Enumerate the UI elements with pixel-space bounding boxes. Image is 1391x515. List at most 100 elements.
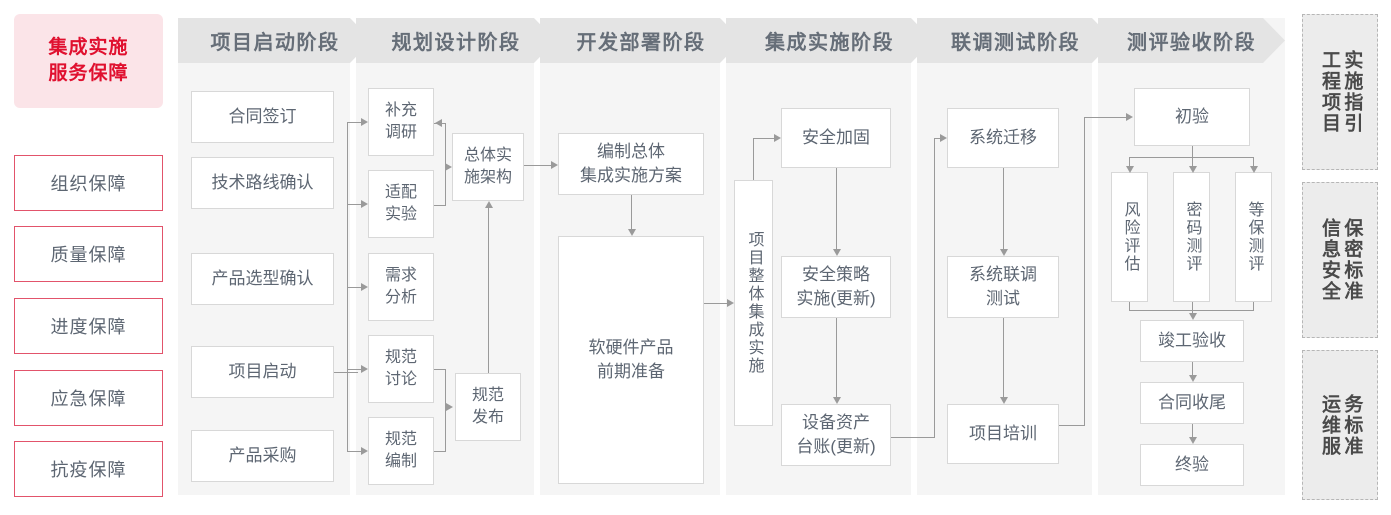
arrowhead-overall-integration (727, 299, 734, 307)
arrowhead-equipment-ledger (833, 397, 841, 404)
sidebar-item-schedule[interactable]: 进度保障 (14, 298, 163, 354)
phase-header-3[interactable]: 开发部署阶段 (540, 18, 742, 63)
phase-header-5[interactable]: 联调测试阶段 (917, 18, 1114, 63)
node-contract-closeout[interactable]: 合同收尾 (1140, 382, 1244, 424)
connector-ledger-out (891, 437, 935, 438)
sidebar-item-emergency[interactable]: 应急保障 (14, 370, 163, 426)
phase-header-4[interactable]: 集成实施阶段 (726, 18, 933, 63)
connector-bus-to-supplementary-research (347, 122, 361, 123)
connector-crypto-down (1192, 302, 1193, 311)
arrowhead-spec-release (446, 403, 453, 411)
arrowhead-spec-drafting (361, 447, 368, 455)
node-product-selection-confirm[interactable]: 产品选型确认 (191, 253, 334, 305)
connector-completion-to-closeout (1192, 362, 1193, 375)
diagram-title-line1: 集成实施 (48, 37, 129, 58)
node-spec-discussion[interactable]: 规范 讨论 (368, 335, 434, 403)
connector-bus-to-adaptation-experiment (347, 204, 361, 205)
arrowhead-prep (628, 229, 636, 236)
node-tech-route-confirm[interactable]: 技术路线确认 (191, 157, 334, 209)
node-project-training[interactable]: 项目培训 (947, 404, 1059, 464)
arrowhead-preliminary-acceptance (1126, 113, 1133, 121)
node-hw-sw-preparation[interactable]: 软硬件产品 前期准备 (558, 236, 704, 484)
sidebar-item-epidemic[interactable]: 抗疫保障 (14, 441, 163, 497)
arrowhead-requirement-analysis (361, 283, 368, 291)
phase-header-1[interactable]: 项目启动阶段 (178, 18, 372, 63)
sidebar-item-quality[interactable]: 质量保障 (14, 226, 163, 282)
node-product-procurement[interactable]: 产品采购 (191, 430, 334, 482)
connector-to-crypto-evaluation (1192, 157, 1193, 166)
connector-spec-discussion-to-merge (434, 369, 446, 370)
node-system-joint-test[interactable]: 系统联调 测试 (947, 256, 1059, 318)
arrowhead-spec-discussion (361, 365, 368, 373)
arrowhead-architecture-from-release (485, 201, 493, 208)
node-overall-implementation-architecture[interactable]: 总体实 施架构 (452, 133, 524, 201)
connector-bus-to-requirement-analysis (347, 287, 361, 288)
connector-training-riser (1084, 117, 1085, 425)
connector-mlps-down (1253, 302, 1254, 311)
node-equipment-asset-ledger[interactable]: 设备资产 台账(更新) (781, 404, 891, 466)
arrowhead-security-hardening (774, 134, 781, 142)
arrowhead-plan (551, 161, 558, 169)
node-contract-signing[interactable]: 合同签订 (191, 91, 334, 143)
node-completion-acceptance[interactable]: 竣工验收 (1140, 320, 1244, 362)
diagram-title-line2: 服务保障 (48, 63, 129, 84)
standard-label-2: 信息安全保密标准 (1319, 218, 1363, 302)
node-security-policy-implementation[interactable]: 安全策略 实施(更新) (781, 256, 891, 318)
arrowhead-security-policy (833, 249, 841, 256)
connector-risk-down (1129, 302, 1130, 311)
arrowhead-mlps-evaluation (1250, 166, 1258, 173)
arrowhead-contract-closeout (1189, 375, 1197, 382)
connector-plan-to-prep (631, 195, 632, 229)
node-spec-drafting[interactable]: 规范 编制 (368, 417, 434, 485)
connector-evaluation-merge-bar (1129, 310, 1254, 311)
connector-hardening-to-policy (836, 168, 837, 249)
connector-riser-to-preliminary (1084, 117, 1126, 118)
connector-to-mlps-evaluation (1253, 157, 1254, 166)
connector-adaptation-to-merge (434, 205, 446, 206)
node-project-kickoff[interactable]: 项目启动 (191, 346, 334, 398)
arrowhead-system-migration (940, 134, 947, 142)
connector-policy-to-ledger (836, 318, 837, 397)
connector-kickoff-to-bus (334, 372, 358, 373)
connector-migration-to-jointtest (1003, 168, 1004, 249)
arrowhead-back-to-supplementary (435, 119, 442, 127)
standard-label-1: 工程项目实施指引 (1319, 50, 1363, 134)
connector-closeout-to-final (1192, 424, 1193, 437)
sidebar-item-organization[interactable]: 组织保障 (14, 155, 163, 211)
connector-riser-to-migration (934, 138, 940, 139)
node-supplementary-research[interactable]: 补充 调研 (368, 88, 434, 156)
node-security-hardening[interactable]: 安全加固 (781, 108, 891, 168)
node-overall-project-integration[interactable]: 项目整体集成实施 (734, 180, 773, 426)
node-adaptation-experiment[interactable]: 适配 实验 (368, 170, 434, 238)
connector-bus-to-spec-drafting (347, 451, 361, 452)
connector-architecture-to-plan (524, 165, 551, 166)
node-cryptography-evaluation[interactable]: 密码测评 (1173, 172, 1210, 302)
connector-release-to-architecture (488, 206, 489, 373)
diagram-title: 集成实施 服务保障 (14, 14, 163, 108)
standard-information-security[interactable]: 信息安全保密标准 (1302, 182, 1378, 338)
arrowhead-risk-assessment (1126, 166, 1134, 173)
phase-header-2[interactable]: 规划设计阶段 (356, 18, 556, 63)
connector-integration-up (753, 138, 754, 180)
phase-header-6[interactable]: 测评验收阶段 (1098, 18, 1285, 63)
standard-engineering-project-guideline[interactable]: 工程项目实施指引 (1302, 14, 1378, 170)
arrowhead-supplementary-research (361, 118, 368, 126)
arrowhead-project-training (1000, 397, 1008, 404)
arrowhead-crypto-evaluation (1189, 166, 1197, 173)
node-mlps-evaluation[interactable]: 等保测评 (1235, 172, 1272, 302)
arrowhead-architecture (445, 163, 452, 171)
connector-bus-to-spec-discussion (347, 369, 361, 370)
arrowhead-adaptation-experiment (361, 200, 368, 208)
node-requirement-analysis[interactable]: 需求 分析 (368, 253, 434, 321)
node-final-acceptance[interactable]: 终验 (1140, 444, 1244, 486)
node-spec-release[interactable]: 规范 发布 (455, 373, 521, 441)
node-system-migration[interactable]: 系统迁移 (947, 108, 1059, 168)
node-preliminary-acceptance[interactable]: 初验 (1134, 88, 1250, 146)
node-risk-assessment[interactable]: 风险评估 (1111, 172, 1148, 302)
connector-merge-vertical-release (445, 369, 446, 451)
standard-operation-maintenance[interactable]: 运维服务标准 (1302, 350, 1378, 500)
node-overall-integration-plan[interactable]: 编制总体 集成实施方案 (558, 133, 704, 195)
arrowhead-system-joint-test (1000, 249, 1008, 256)
connector-spec-drafting-to-merge (434, 451, 446, 452)
connector-prep-to-integration (704, 303, 727, 304)
